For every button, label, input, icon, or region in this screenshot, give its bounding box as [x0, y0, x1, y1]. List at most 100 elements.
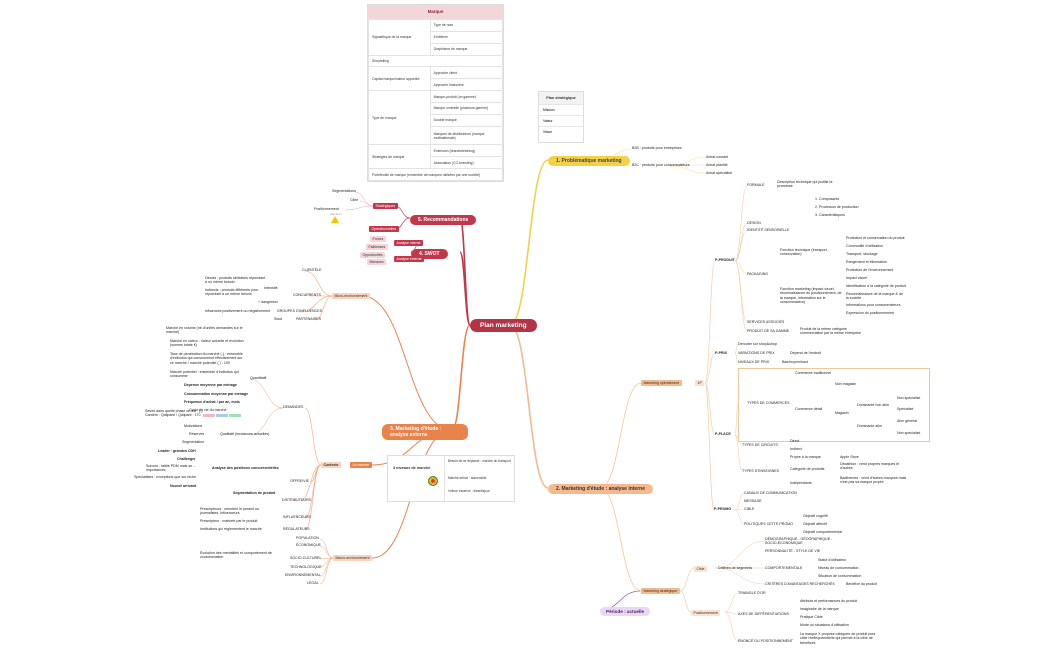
marque-row-item: Marque ombrelle (plusieurs gamme)	[429, 102, 504, 115]
quant-item: Marché en volume (nb d'unités demandés s…	[166, 326, 243, 335]
fonction-tech-item: Protection et conservation du produit	[846, 236, 905, 240]
connector-line	[679, 567, 695, 592]
lifecycle-chip-green	[229, 414, 241, 417]
intensite: Intensité	[264, 286, 278, 290]
fonction-tech-item: Rangement et élimination	[846, 260, 887, 264]
macro-environnement[interactable]: Macro-environnement	[333, 555, 373, 561]
marque-row-item: Marques de distributeurs (marque multina…	[429, 125, 504, 146]
center-node[interactable]: Plan marketing	[470, 319, 537, 332]
demandes: DEMANDES	[283, 405, 304, 409]
packaging: PACKAGING	[747, 272, 769, 276]
enseigne-sub: Décathlon : vend propres marques et d'au…	[840, 462, 900, 471]
marque-row-label: Type de marque	[368, 90, 431, 146]
conc-pos: Challenger	[177, 457, 196, 461]
commerce-cell: Commerce traditionnel	[795, 371, 832, 375]
commerce-cell: Non spécialisé	[897, 396, 921, 400]
fonction-mkt-item: Impact visuel	[846, 276, 867, 280]
niveaux-item: Marché dérivé : automobile	[448, 476, 487, 480]
connector-line	[304, 407, 322, 466]
inf-item: Prescripteurs : orientent le produit ou …	[200, 507, 259, 516]
marque-row-item: Type de nom	[429, 19, 504, 32]
branch-5-recommandations[interactable]: 5. Recommandations	[410, 215, 477, 225]
p-place[interactable]: P-PLACE	[715, 432, 731, 436]
macro-desc: Évolution des mentalités et comportement…	[200, 551, 272, 560]
p-prix[interactable]: P-PRIX	[715, 351, 727, 355]
conc-pos: Leader : grandes CDH	[158, 449, 196, 453]
macro-item: POPULATION	[296, 536, 319, 540]
design: DESIGN	[747, 221, 761, 225]
connector-line	[304, 464, 322, 531]
enonce: La marque X propose catégorie de produit…	[800, 632, 876, 645]
reco-item: Cible	[350, 198, 359, 202]
enseigne-sub: Badthemes : vend d'autres marques mais n…	[840, 476, 907, 485]
groupes-desc: Influences positivement ou négativement	[205, 309, 271, 313]
swot-menaces[interactable]: Menaces	[367, 259, 387, 265]
swot-faiblesses[interactable]: Faiblesses	[366, 244, 388, 250]
analyse-interne[interactable]: Analyse interne	[394, 240, 424, 246]
marque-row-item: Double marque	[429, 113, 504, 127]
connector-line	[509, 159, 549, 326]
plan-item: Valeur	[539, 115, 583, 126]
crit-item: COMPORTEMENTALE	[765, 566, 803, 570]
mk-operationnel[interactable]: Marketing opérationnel	[641, 380, 682, 386]
promo-item: MESSAGE	[744, 499, 762, 503]
b1-sub: Achat planifié	[706, 163, 728, 167]
swot-forces[interactable]: Forces	[370, 236, 386, 242]
commerce-cell: Non magasin	[835, 382, 857, 386]
connector-line	[344, 205, 374, 211]
warning-icon	[331, 216, 339, 223]
commerce-cell: Non spécialisé	[897, 431, 921, 435]
branch-3-analyse-externe[interactable]: 3. Marketing d'étude : analyse externe	[382, 424, 468, 440]
comp-item: Niveau de consommation	[818, 566, 859, 570]
analyse-externe[interactable]: Analyse externe	[394, 256, 425, 262]
connector-line	[734, 260, 748, 323]
commerce-cell: Magasin	[835, 411, 849, 415]
cible-node[interactable]: Cible	[694, 566, 707, 572]
le-marche-node[interactable]: Le marché	[350, 462, 372, 468]
swot-opportunites[interactable]: Opportunités	[360, 252, 386, 258]
connector-line	[714, 567, 766, 585]
fourp-node[interactable]: 4P	[695, 380, 705, 386]
connector-line	[704, 352, 716, 384]
reco-operationnelles[interactable]: Opérationnelles	[369, 226, 399, 232]
pos-item: AXES DE DIFFÉRENTIATIONS	[738, 612, 789, 616]
fonction-mkt-item: Reconnaissance de la marque & de la soci…	[846, 292, 903, 301]
commerce-cell: Dominante non alim	[857, 403, 889, 407]
connector-line	[599, 487, 642, 592]
marque-row: Portefeuille de marque (ensemble de marq…	[368, 168, 503, 181]
positionnement-node[interactable]: Positionnement	[691, 610, 721, 616]
micro-environnement[interactable]: Micro-environnement	[332, 293, 370, 299]
macro-item: SOCIO-CULTUREL	[290, 556, 322, 560]
promo-obj: Objectif comportemental	[803, 530, 842, 534]
circuit-item: Indirect	[790, 447, 802, 451]
qual-item: Motivations	[184, 424, 203, 428]
period-node[interactable]: Période : actuelle	[600, 607, 651, 616]
dangereux: + dangereux	[258, 300, 279, 304]
mk-strategique[interactable]: Marketing stratégique	[641, 588, 680, 594]
branch-1-problematique[interactable]: 1. Problématique marketing	[548, 156, 630, 166]
connector-line	[319, 538, 334, 559]
concurrence: Analyse des positions concurrentielles	[212, 466, 279, 470]
connector-line	[734, 403, 739, 436]
identite: IDENTITÉ SENSORIELLE	[747, 228, 790, 232]
branch-4-swot[interactable]: 4. SWOT	[411, 249, 448, 259]
pos-item: TRIANGLE D'OR	[738, 591, 766, 595]
comp-item: Situation de consommation	[818, 574, 862, 578]
segmentation: Segmentation de produit	[233, 491, 276, 495]
branch-2-analyse-interne[interactable]: 2. Marketing d'étude : analyse interne	[548, 484, 653, 494]
conc-pos: Nouvel arrivant	[170, 484, 197, 488]
conc-item: Indirects : produits différents pour rép…	[205, 288, 259, 297]
contexte-node[interactable]: Contexte	[321, 462, 341, 468]
connector-line	[249, 378, 284, 409]
p-promo[interactable]: P-PROMO	[714, 507, 732, 511]
fonction-tech-item: Commodité d'utilisation	[846, 244, 884, 248]
reco-strategiques[interactable]: Stratégiques	[373, 203, 398, 209]
marque-row-item: Emblème	[429, 30, 504, 44]
quant-item: Consommation moyenne par ménage	[184, 392, 249, 396]
services: SERVICES ASSOCIÉS	[747, 320, 785, 324]
p-produit[interactable]: P-PRODUIT	[715, 258, 735, 262]
axe-item: Pratique Cible	[800, 615, 823, 619]
